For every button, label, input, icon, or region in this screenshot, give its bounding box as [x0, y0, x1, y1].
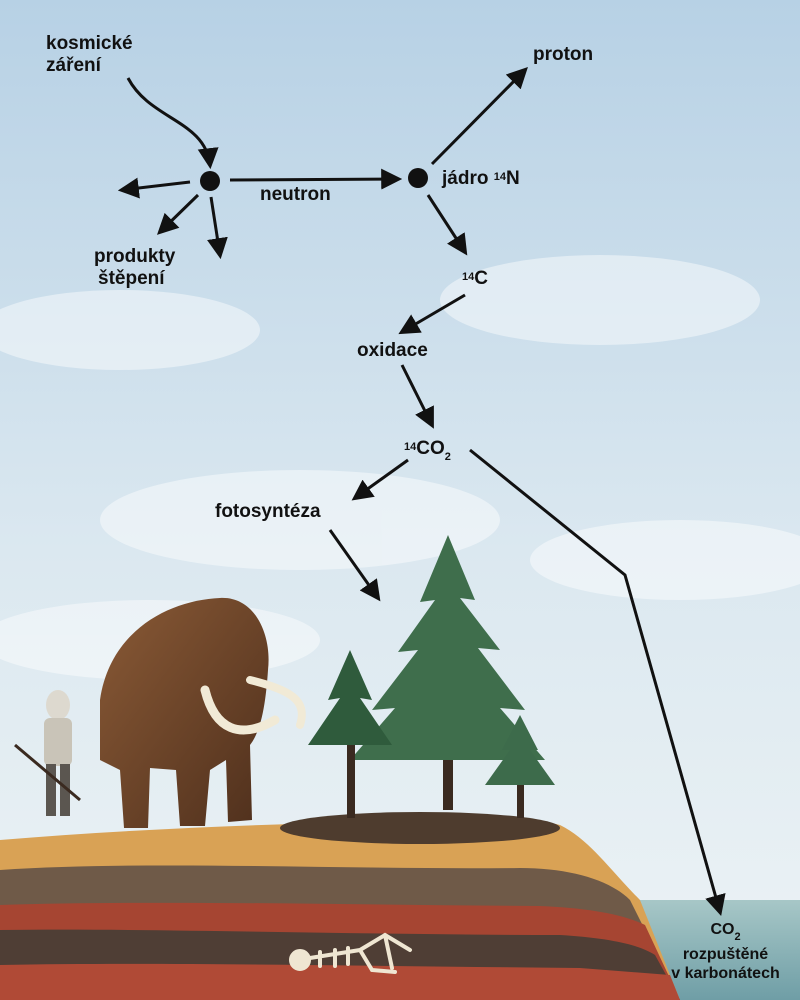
label-carbon-14: 14C [462, 268, 488, 290]
label-nitrogen-nucleus: jádro 14N [442, 168, 520, 190]
nitrogen-nucleus-dot [408, 168, 428, 188]
label-ocean-co2: CO2 rozpuštěné v karbonátech [653, 920, 798, 983]
arrow-neutron [230, 179, 398, 180]
label-oxidation: oxidace [357, 340, 428, 362]
label-cosmic-rays: kosmické záření [46, 33, 133, 77]
label-co2-14: 14CO2 [404, 438, 451, 462]
label-proton: proton [533, 44, 593, 66]
soil-strata [0, 812, 680, 1000]
cosmic-ray-collision-dot [200, 171, 220, 191]
label-photosynthesis: fotosyntéza [215, 501, 321, 523]
label-fission-products: produkty štěpení [92, 246, 175, 290]
label-neutron: neutron [260, 184, 331, 206]
